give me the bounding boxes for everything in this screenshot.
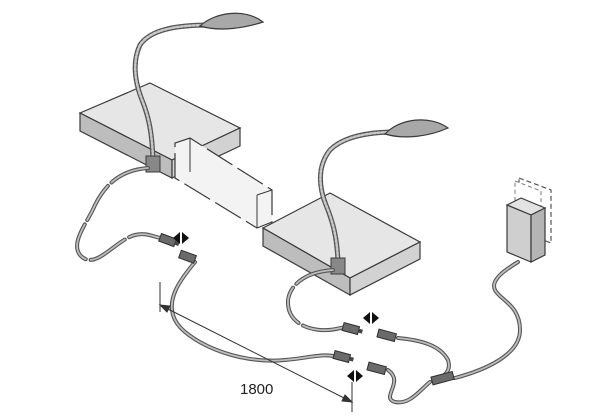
adapter-cable xyxy=(453,260,523,380)
dimension-line xyxy=(158,282,354,412)
junction-cable-a xyxy=(396,336,451,382)
dimension-label: 1800 xyxy=(240,381,273,398)
extension-cable xyxy=(169,260,342,363)
junction-cable-b xyxy=(386,368,432,405)
cable-connector-icon xyxy=(158,232,455,386)
cables xyxy=(75,166,523,405)
right-shelf-board xyxy=(261,192,422,297)
plug-direction-arrow-icon xyxy=(173,232,379,382)
cabinet-panel xyxy=(174,137,273,229)
power-adapter-icon xyxy=(505,177,552,263)
